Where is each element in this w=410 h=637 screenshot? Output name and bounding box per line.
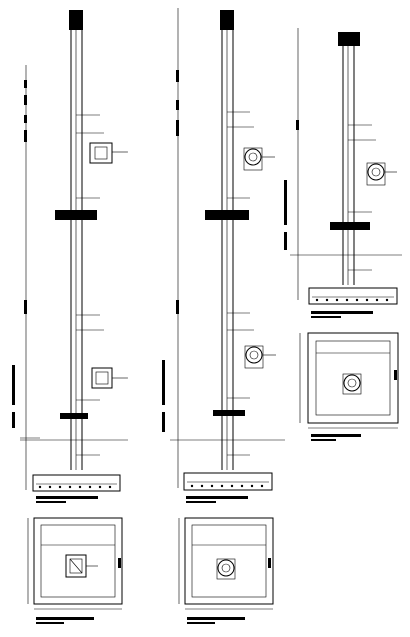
title-bar — [311, 311, 373, 314]
section-tag-upper — [244, 148, 262, 166]
column-2-elevation — [162, 8, 285, 503]
level-tag — [284, 232, 287, 250]
level-tag — [24, 115, 27, 123]
title-bar — [186, 496, 248, 499]
level-tag — [24, 95, 27, 105]
title-bar — [311, 439, 336, 441]
slab-block — [213, 410, 245, 416]
footing-1-plan — [27, 517, 123, 624]
section-tag-upper — [89, 142, 113, 164]
slab-block — [330, 222, 370, 230]
slab-block — [69, 10, 83, 30]
level-tag — [176, 70, 179, 82]
section-tag-lower — [245, 346, 263, 364]
footing-section — [183, 472, 273, 491]
slab-block — [338, 32, 360, 46]
level-tag — [24, 300, 27, 314]
level-tag — [176, 100, 179, 110]
level-tag — [296, 120, 299, 130]
title-bar — [311, 316, 341, 318]
level-tag — [12, 365, 15, 405]
title-bar — [36, 617, 94, 620]
level-tag — [284, 180, 287, 225]
footing-section — [308, 287, 398, 305]
level-tag — [12, 412, 15, 428]
title-bar — [311, 434, 361, 437]
title-bar — [36, 496, 98, 499]
slab-block — [220, 10, 234, 30]
title-bar — [36, 501, 66, 503]
level-tag — [24, 80, 27, 88]
footing-section — [32, 474, 121, 492]
title-bar — [36, 622, 64, 624]
level-tag — [176, 120, 179, 136]
slab-block — [60, 413, 88, 419]
level-tag — [162, 360, 165, 405]
footing-2-plan — [178, 517, 274, 624]
level-tag — [162, 412, 165, 432]
section-tag — [367, 163, 385, 181]
column-3-elevation — [284, 28, 402, 318]
title-bar — [187, 622, 215, 624]
title-bar — [186, 501, 216, 503]
title-bar — [187, 617, 245, 620]
column-1-elevation — [12, 10, 128, 503]
level-tag — [24, 130, 27, 142]
section-tag-lower — [91, 367, 113, 389]
footing-3-plan — [299, 332, 399, 441]
level-tag — [176, 300, 179, 314]
